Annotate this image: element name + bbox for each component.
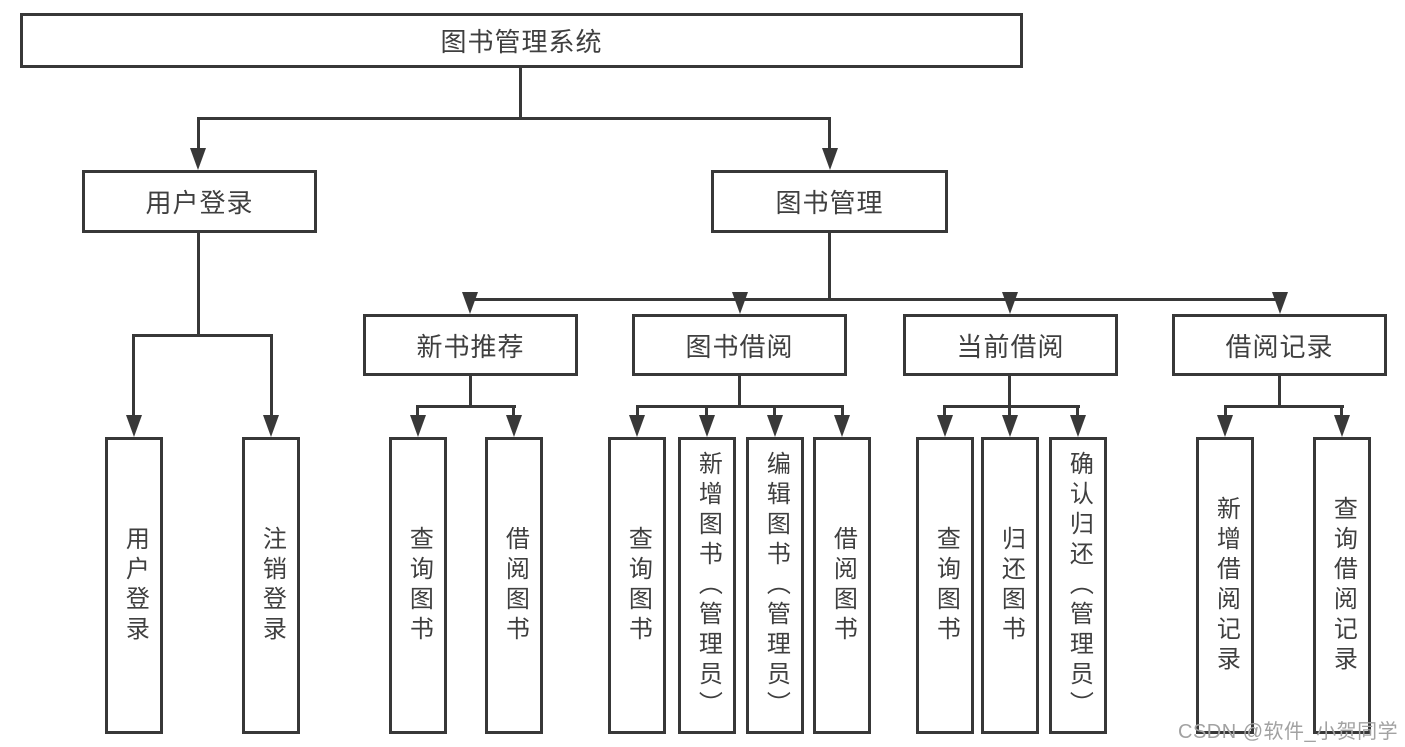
node-label: 查询图书 — [405, 525, 433, 646]
arrowhead-icon — [1002, 415, 1018, 437]
arrowhead-icon — [1002, 292, 1018, 314]
edge-arm — [1340, 405, 1343, 417]
arrowhead-icon — [506, 415, 522, 437]
edge-arm — [773, 405, 776, 417]
leaf-edit-book-admin: 编辑图书（管理员） — [746, 437, 804, 734]
edge-book-management-stem — [828, 233, 831, 300]
node-label: 确认归还（管理员） — [1065, 450, 1093, 721]
arrowhead-icon — [126, 415, 142, 437]
node-label: 归还图书 — [997, 525, 1025, 646]
edge-root-rail — [197, 117, 831, 120]
node-label: 查询借阅记录 — [1329, 495, 1357, 676]
node-label: 用户登录 — [145, 188, 254, 218]
node-label: 图书管理系统 — [440, 27, 603, 57]
edge-arm — [636, 405, 639, 417]
csdn-watermark: CSDN @软件_小贺同学 — [1178, 721, 1399, 743]
arrowhead-icon — [937, 415, 953, 437]
edge-arm — [1076, 405, 1079, 417]
edge-arm — [132, 334, 135, 416]
edge-rail — [1224, 405, 1344, 408]
node-label: 借阅图书 — [501, 525, 529, 646]
leaf-add-book-admin: 新增图书（管理员） — [678, 437, 736, 734]
leaf-confirm-return-admin: 确认归还（管理员） — [1049, 437, 1107, 734]
node-new-book-recommendation: 新书推荐 — [363, 314, 578, 376]
edge-arm — [828, 117, 831, 150]
arrowhead-icon — [190, 148, 206, 170]
edge-arm — [270, 334, 273, 416]
leaf-query-borrow-record: 查询借阅记录 — [1313, 437, 1371, 734]
arrowhead-icon — [629, 415, 645, 437]
node-label: 图书管理 — [775, 188, 884, 218]
leaf-query-books: 查询图书 — [389, 437, 447, 734]
leaf-logout: 注销登录 — [242, 437, 300, 734]
node-label: 借阅图书 — [829, 525, 857, 646]
arrowhead-icon — [410, 415, 426, 437]
edge-arm — [416, 405, 419, 417]
arrowhead-icon — [1272, 292, 1288, 314]
edge-user-login-rail — [132, 334, 273, 337]
node-book-borrowing: 图书借阅 — [632, 314, 847, 376]
arrowhead-icon — [1217, 415, 1233, 437]
node-label: 图书借阅 — [685, 331, 794, 362]
edge-arm — [1224, 405, 1227, 417]
arrowhead-icon — [1334, 415, 1350, 437]
edge-stem — [738, 376, 741, 407]
edge-arm — [841, 405, 844, 417]
edge-book-management-rail — [469, 298, 1282, 301]
node-label: 注销登录 — [258, 525, 286, 646]
leaf-borrow-books: 借阅图书 — [813, 437, 871, 734]
edge-stem — [1008, 376, 1011, 407]
node-borrowing-records: 借阅记录 — [1172, 314, 1387, 376]
edge-arm — [1008, 405, 1011, 417]
node-label: 借阅记录 — [1225, 331, 1334, 362]
edge-rail — [416, 405, 516, 408]
node-library-management-system: 图书管理系统 — [20, 13, 1023, 68]
leaf-borrow-books: 借阅图书 — [485, 437, 543, 734]
node-label: 新增图书（管理员） — [694, 450, 722, 721]
edge-rail — [636, 405, 844, 408]
node-label: 新增借阅记录 — [1212, 495, 1240, 676]
node-label: 新书推荐 — [416, 331, 525, 362]
leaf-return-books: 归还图书 — [981, 437, 1039, 734]
edge-arm — [197, 117, 200, 150]
edge-arm — [512, 405, 515, 417]
arrowhead-icon — [263, 415, 279, 437]
arrowhead-icon — [462, 292, 478, 314]
arrowhead-icon — [822, 148, 838, 170]
leaf-user-login: 用户登录 — [105, 437, 163, 734]
edge-stem — [469, 376, 472, 407]
leaf-query-books: 查询图书 — [916, 437, 974, 734]
arrowhead-icon — [732, 292, 748, 314]
edge-arm — [943, 405, 946, 417]
edge-user-login-stem — [197, 233, 200, 336]
edge-arm — [705, 405, 708, 417]
node-label: 当前借阅 — [956, 331, 1065, 362]
arrowhead-icon — [1070, 415, 1086, 437]
node-label: 编辑图书（管理员） — [762, 450, 790, 721]
arrowhead-icon — [699, 415, 715, 437]
leaf-add-borrow-record: 新增借阅记录 — [1196, 437, 1254, 734]
node-book-management: 图书管理 — [711, 170, 948, 233]
node-user-login: 用户登录 — [82, 170, 317, 233]
node-label: 用户登录 — [121, 525, 149, 646]
arrowhead-icon — [834, 415, 850, 437]
arrowhead-icon — [767, 415, 783, 437]
node-label: 查询图书 — [624, 525, 652, 646]
edge-root-stem — [519, 68, 522, 120]
node-label: 查询图书 — [932, 525, 960, 646]
node-current-borrowing: 当前借阅 — [903, 314, 1118, 376]
leaf-query-books: 查询图书 — [608, 437, 666, 734]
edge-stem — [1278, 376, 1281, 407]
edge-rail — [943, 405, 1080, 408]
